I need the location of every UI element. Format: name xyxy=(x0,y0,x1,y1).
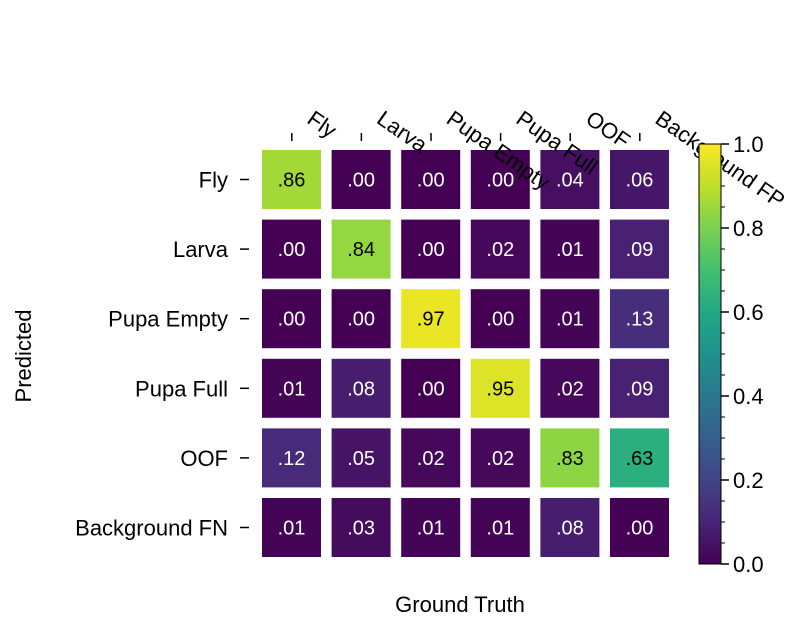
y-tick-label: Pupa Full xyxy=(135,376,228,401)
heatmap-cell xyxy=(262,150,321,209)
cell-value-label: .05 xyxy=(347,448,375,470)
cell-value-label: .08 xyxy=(556,518,584,540)
heatmap-cell xyxy=(470,289,530,349)
cell-value-label: .63 xyxy=(626,448,654,470)
cell-value-label: .00 xyxy=(417,378,445,400)
x-tick-label: OOF xyxy=(581,106,634,154)
colorbar-tick-label: 0.6 xyxy=(733,300,764,325)
y-tick-label: Background FN xyxy=(75,516,228,541)
colorbar-tick-label: 1.0 xyxy=(733,132,764,157)
heatmap-cell xyxy=(401,498,461,557)
colorbar-tick-label: 0.8 xyxy=(733,216,764,241)
cell-value-label: .02 xyxy=(486,448,514,470)
heatmap-cell xyxy=(401,428,461,488)
heatmap-cell xyxy=(610,150,669,209)
heatmap-cell xyxy=(401,219,461,279)
heatmap-cell xyxy=(470,219,530,279)
cell-value-label: .97 xyxy=(417,309,445,331)
heatmap-cell xyxy=(610,498,669,557)
colorbar-tick-label: 0.4 xyxy=(733,384,764,409)
heatmap-cell xyxy=(470,428,530,488)
y-axis-label: Predicted xyxy=(11,310,36,403)
cell-value-label: .95 xyxy=(486,378,514,400)
heatmap-cell xyxy=(262,219,321,279)
cell-value-label: .83 xyxy=(556,448,584,470)
cell-value-label: .09 xyxy=(626,239,654,261)
y-tick-label: OOF xyxy=(180,446,228,471)
heatmap-cell xyxy=(540,219,600,279)
cell-value-label: .01 xyxy=(278,518,306,540)
cell-value-label: .02 xyxy=(417,448,445,470)
heatmap-cell xyxy=(331,150,391,209)
heatmap-cell xyxy=(470,498,530,557)
heatmap-cell xyxy=(610,219,669,279)
heatmap-cell xyxy=(331,428,391,488)
cell-value-label: .00 xyxy=(486,309,514,331)
heatmap-cell xyxy=(262,428,321,488)
cell-value-label: .03 xyxy=(347,518,375,540)
y-tick-label: Pupa Empty xyxy=(108,307,228,332)
cell-value-label: .01 xyxy=(486,518,514,540)
cell-value-label: .00 xyxy=(417,170,445,192)
heatmap-cell xyxy=(540,150,600,209)
cell-value-label: .00 xyxy=(347,170,375,192)
cell-value-label: .13 xyxy=(626,309,654,331)
heatmap-cell xyxy=(331,358,391,418)
heatmap-cell xyxy=(262,358,321,418)
cell-value-label: .08 xyxy=(347,378,375,400)
heatmap-cell xyxy=(540,358,600,418)
heatmap-cell xyxy=(610,289,669,349)
cell-value-label: .06 xyxy=(626,170,654,192)
y-tick-label: Fly xyxy=(199,168,228,193)
colorbar-gradient xyxy=(698,143,722,565)
heatmap-cell xyxy=(331,498,391,557)
x-tick-label: Fly xyxy=(303,106,341,143)
heatmap-cell xyxy=(540,498,600,557)
colorbar-tick-label: 0.0 xyxy=(733,552,764,577)
cell-value-label: .00 xyxy=(278,309,306,331)
heatmap-cell xyxy=(262,498,321,557)
x-axis-label: Ground Truth xyxy=(395,592,525,617)
colorbar-tick-label: 0.2 xyxy=(733,468,764,493)
cell-value-label: .00 xyxy=(417,239,445,261)
heatmap-cell xyxy=(610,358,669,418)
heatmap-cell xyxy=(401,289,461,349)
cell-value-label: .04 xyxy=(556,170,584,192)
cell-value-label: .00 xyxy=(626,518,654,540)
cell-value-label: .01 xyxy=(417,518,445,540)
heatmap-cell xyxy=(262,289,321,349)
cell-value-label: .00 xyxy=(347,309,375,331)
heatmap-cell xyxy=(610,428,669,488)
colorbar-ticks: 0.0 0.2 0.4 0.6 0.8 1.0 xyxy=(721,132,764,577)
cell-value-label: .84 xyxy=(347,239,375,261)
cell-value-label: .02 xyxy=(486,239,514,261)
heatmap-cells: .86 .00 .00 .00 .04 .06 .00 .84 .00 .02 .01 .09 .00.… xyxy=(262,150,669,557)
colorbar xyxy=(698,143,722,565)
cell-value-label: .00 xyxy=(486,170,514,192)
cell-value-label: .02 xyxy=(556,378,584,400)
cell-value-label: .01 xyxy=(556,309,584,331)
heatmap-cell xyxy=(401,150,461,209)
y-tick-label: Larva xyxy=(173,237,229,262)
heatmap-cell xyxy=(540,428,600,488)
cell-value-label: .01 xyxy=(556,239,584,261)
cell-value-label: .12 xyxy=(278,448,306,470)
heatmap-cell xyxy=(331,219,391,279)
heatmap-cell xyxy=(540,289,600,349)
heatmap-cell xyxy=(401,358,461,418)
heatmap-cell xyxy=(470,150,530,209)
cell-value-label: .86 xyxy=(278,170,306,192)
cell-value-label: .00 xyxy=(278,239,306,261)
heatmap-cell xyxy=(470,358,530,418)
cell-value-label: .09 xyxy=(626,378,654,400)
heatmap-cell xyxy=(331,289,391,349)
cell-value-label: .01 xyxy=(278,378,306,400)
